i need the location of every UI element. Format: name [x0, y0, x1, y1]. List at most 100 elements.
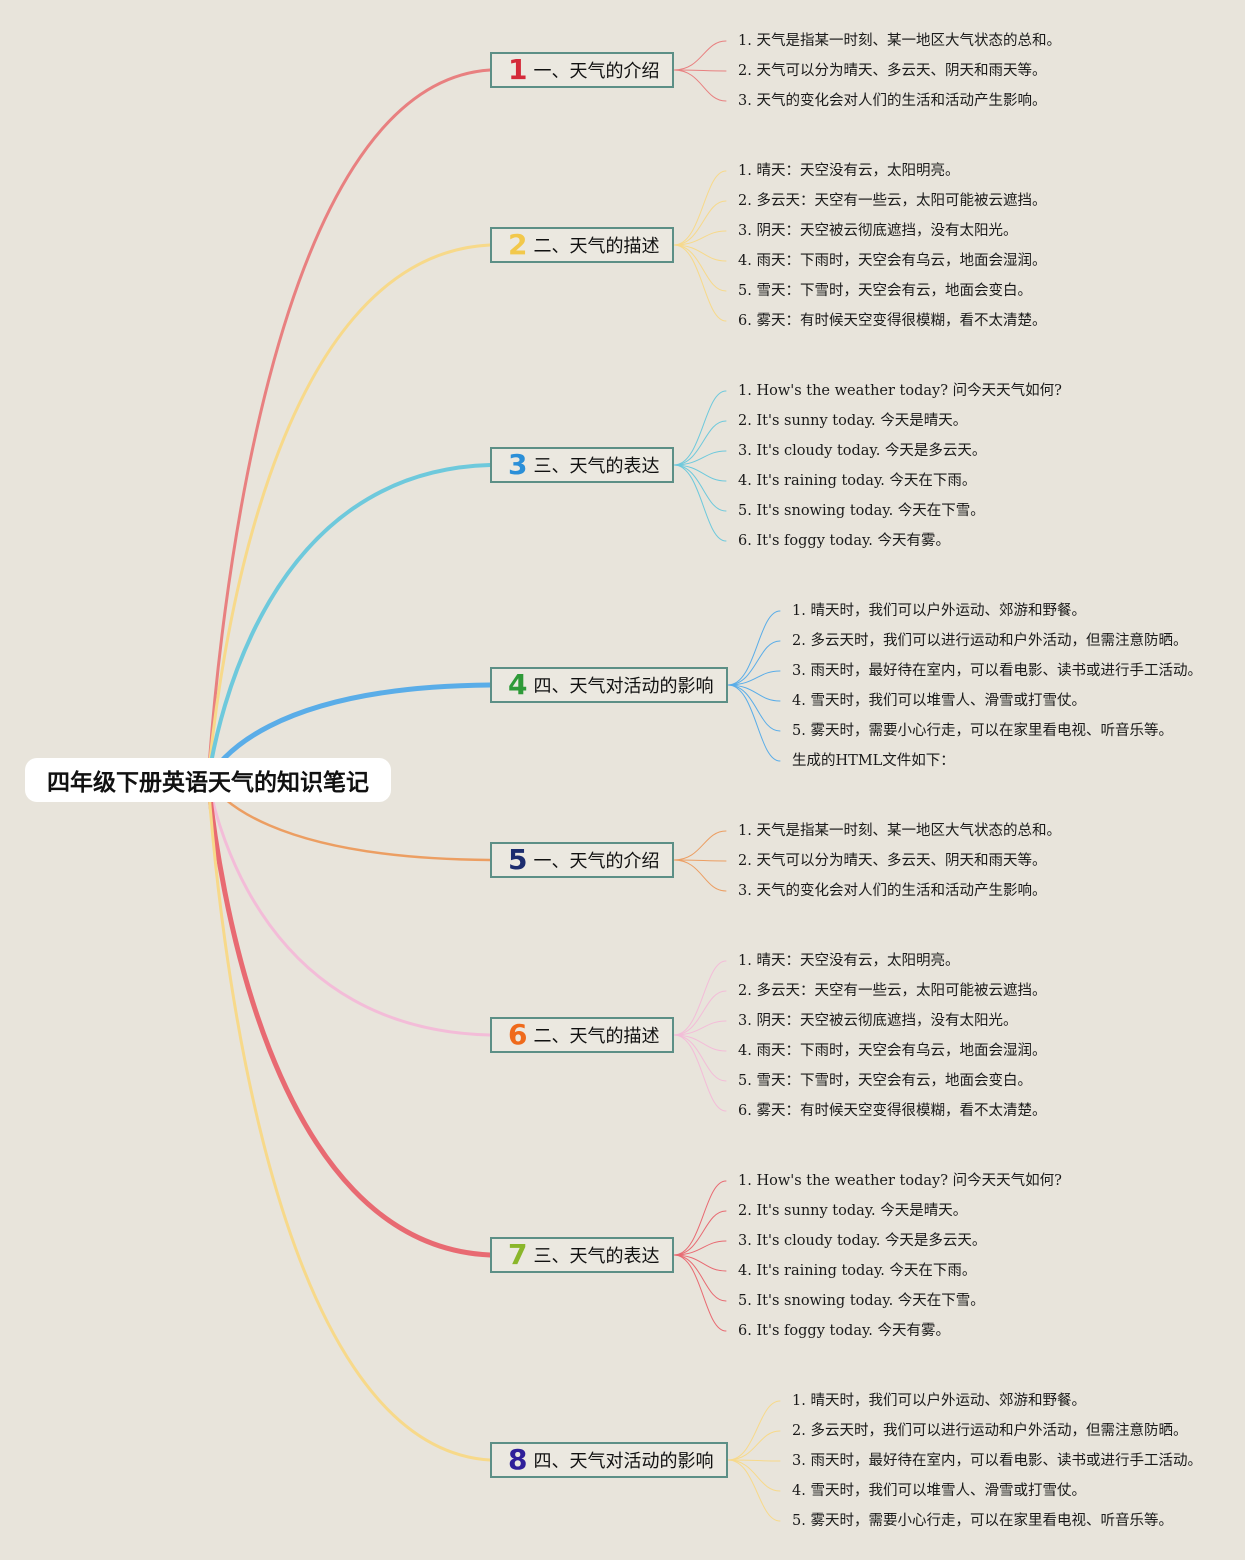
root-topic[interactable]: 四年级下册英语天气的知识笔记 — [25, 758, 391, 802]
branch-label: 二、天气的描述 — [533, 1026, 660, 1047]
leaf-item[interactable]: 5. 雾天时，需要小心行走，可以在家里看电视、听音乐等。 — [792, 723, 1173, 739]
branch-label: 一、天气的介绍 — [533, 61, 660, 82]
leaf-connector — [673, 464, 727, 482]
leaf-item[interactable]: 6. 雾天：有时候天空变得很模糊，看不太清楚。 — [738, 1103, 1047, 1119]
leaf-connector — [727, 670, 781, 686]
leaf-item[interactable]: 3. 阴天：天空被云彻底遮挡，没有太阳光。 — [738, 223, 1018, 239]
leaf-connector — [673, 420, 727, 466]
leaf-item[interactable]: 3. 天气的变化会对人们的生活和活动产生影响。 — [738, 93, 1047, 109]
leaf-item[interactable]: 4. 雨天：下雨时，天空会有乌云，地面会湿润。 — [738, 1043, 1047, 1059]
leaf-connector — [673, 1254, 727, 1272]
branch-label: 四、天气对活动的影响 — [533, 676, 714, 697]
leaf-connector — [673, 230, 727, 246]
branch-connector-8 — [206, 778, 492, 1462]
branch-label: 三、天气的表达 — [533, 1246, 660, 1267]
leaf-item[interactable]: 5. It's snowing today. 今天在下雪。 — [738, 1293, 985, 1309]
branch-connector-1 — [206, 68, 492, 782]
leaf-item[interactable]: 2. 天气可以分为晴天、多云天、阴天和雨天等。 — [738, 853, 1047, 869]
leaf-connector — [727, 1400, 781, 1461]
leaf-connector — [673, 1240, 727, 1256]
leaf-connector — [673, 69, 727, 72]
branch-connector-6 — [206, 778, 492, 1037]
leaf-connector — [673, 464, 727, 542]
leaf-item[interactable]: 2. It's sunny today. 今天是晴天。 — [738, 1203, 968, 1219]
leaf-item[interactable]: 1. How's the weather today? 问今天天气如何? — [738, 1173, 1062, 1189]
leaf-connector — [673, 960, 727, 1036]
leaf-connector — [727, 1459, 781, 1522]
leaf-item[interactable]: 5. 雪天：下雪时，天空会有云，地面会变白。 — [738, 283, 1032, 299]
leaf-item[interactable]: 1. 天气是指某一时刻、某一地区大气状态的总和。 — [738, 33, 1061, 49]
leaf-item[interactable]: 4. 雪天时，我们可以堆雪人、滑雪或打雪仗。 — [792, 1483, 1086, 1499]
leaf-connector — [727, 640, 781, 686]
leaf-connector — [673, 464, 727, 512]
leaf-item[interactable]: 3. It's cloudy today. 今天是多云天。 — [738, 1233, 987, 1249]
leaf-connector — [673, 1180, 727, 1256]
leaf-item[interactable]: 2. 多云天时，我们可以进行运动和户外活动，但需注意防晒。 — [792, 1423, 1188, 1439]
leaf-connector — [673, 450, 727, 466]
leaf-connector — [673, 1020, 727, 1036]
branch-number: 1 — [508, 53, 528, 86]
leaf-item[interactable]: 6. It's foggy today. 今天有雾。 — [738, 1323, 950, 1339]
branch-label: 一、天气的介绍 — [533, 851, 660, 872]
branch-number: 3 — [508, 448, 528, 481]
leaf-item[interactable]: 2. 多云天：天空有一些云，太阳可能被云遮挡。 — [738, 983, 1047, 999]
leaf-item[interactable]: 5. 雪天：下雪时，天空会有云，地面会变白。 — [738, 1073, 1032, 1089]
leaf-connector — [673, 244, 727, 292]
leaf-connector — [673, 1254, 727, 1332]
leaf-item[interactable]: 5. It's snowing today. 今天在下雪。 — [738, 503, 985, 519]
leaf-connector — [673, 859, 727, 862]
leaf-item[interactable]: 3. 阴天：天空被云彻底遮挡，没有太阳光。 — [738, 1013, 1018, 1029]
branch-number: 2 — [508, 228, 528, 261]
leaf-connector — [727, 610, 781, 686]
leaf-connector — [673, 1034, 727, 1052]
leaf-item[interactable]: 1. 天气是指某一时刻、某一地区大气状态的总和。 — [738, 823, 1061, 839]
leaf-item[interactable]: 3. 雨天时，最好待在室内，可以看电影、读书或进行手工活动。 — [792, 663, 1202, 679]
leaf-connector — [727, 684, 781, 702]
leaf-connector — [673, 859, 727, 892]
branch-label: 三、天气的表达 — [533, 456, 660, 477]
leaf-item[interactable]: 6. It's foggy today. 今天有雾。 — [738, 533, 950, 549]
branch-number: 8 — [508, 1443, 528, 1476]
leaf-connector — [673, 1210, 727, 1256]
leaf-connector — [673, 170, 727, 246]
leaf-item[interactable]: 2. 天气可以分为晴天、多云天、阴天和雨天等。 — [738, 63, 1047, 79]
leaf-item[interactable]: 5. 雾天时，需要小心行走，可以在家里看电视、听音乐等。 — [792, 1513, 1173, 1529]
leaf-item[interactable]: 2. 多云天：天空有一些云，太阳可能被云遮挡。 — [738, 193, 1047, 209]
leaf-item[interactable]: 生成的HTML文件如下： — [792, 753, 955, 769]
branch-connector-2 — [206, 243, 492, 782]
leaf-item[interactable]: 2. It's sunny today. 今天是晴天。 — [738, 413, 968, 429]
leaf-connector — [673, 1034, 727, 1082]
branch-number: 7 — [508, 1238, 528, 1271]
branch-number: 5 — [508, 843, 528, 876]
leaf-connector — [673, 390, 727, 466]
leaf-item[interactable]: 1. 晴天：天空没有云，太阳明亮。 — [738, 953, 960, 969]
leaf-item[interactable]: 4. It's raining today. 今天在下雨。 — [738, 1263, 977, 1279]
leaf-item[interactable]: 4. 雨天：下雨时，天空会有乌云，地面会湿润。 — [738, 253, 1047, 269]
leaf-item[interactable]: 3. 雨天时，最好待在室内，可以看电影、读书或进行手工活动。 — [792, 1453, 1202, 1469]
leaf-item[interactable]: 3. It's cloudy today. 今天是多云天。 — [738, 443, 987, 459]
branch-connector-7 — [205, 777, 493, 1258]
leaf-connector — [673, 69, 727, 102]
leaf-item[interactable]: 2. 多云天时，我们可以进行运动和户外活动，但需注意防晒。 — [792, 633, 1188, 649]
leaf-item[interactable]: 3. 天气的变化会对人们的生活和活动产生影响。 — [738, 883, 1047, 899]
leaf-item[interactable]: 1. 晴天时，我们可以户外运动、郊游和野餐。 — [792, 603, 1086, 619]
leaf-item[interactable]: 1. 晴天：天空没有云，太阳明亮。 — [738, 163, 960, 179]
leaf-item[interactable]: 1. 晴天时，我们可以户外运动、郊游和野餐。 — [792, 1393, 1086, 1409]
leaf-connector — [673, 40, 727, 71]
leaf-item[interactable]: 4. 雪天时，我们可以堆雪人、滑雪或打雪仗。 — [792, 693, 1086, 709]
branch-number: 4 — [508, 668, 528, 701]
leaf-connector — [673, 244, 727, 262]
leaf-connector — [673, 990, 727, 1036]
leaf-item[interactable]: 1. How's the weather today? 问今天天气如何? — [738, 383, 1062, 399]
leaf-connector — [727, 684, 781, 762]
leaf-item[interactable]: 4. It's raining today. 今天在下雨。 — [738, 473, 977, 489]
leaf-item[interactable]: 6. 雾天：有时候天空变得很模糊，看不太清楚。 — [738, 313, 1047, 329]
